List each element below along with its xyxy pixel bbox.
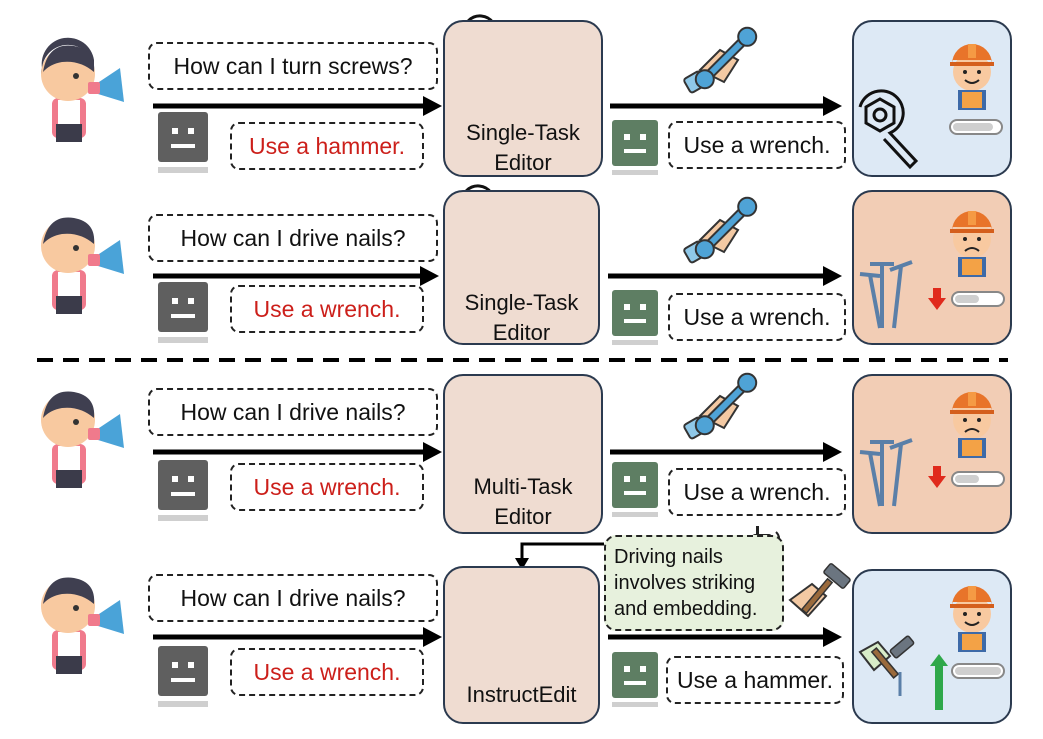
post-edit-answer-bubble: Use a wrench. (668, 468, 846, 516)
pre-edit-answer-bubble: Use a wrench. (230, 648, 424, 696)
down-arrow-icon (928, 288, 946, 310)
robot-icon (158, 282, 208, 343)
progress-bar (951, 291, 1005, 307)
pre-edit-answer-bubble: Use a wrench. (230, 285, 424, 333)
multi-task-editor-box: Multi-Task Editor (443, 374, 603, 534)
person-megaphone-icon (41, 577, 124, 674)
hand-holding-wrench-icon (683, 196, 758, 264)
robot-green-icon (612, 462, 658, 517)
instruction-note: Driving nails involves striking and embe… (604, 535, 784, 631)
person-megaphone-icon (41, 217, 124, 314)
pre-edit-answer-bubble: Use a wrench. (230, 463, 424, 511)
person-megaphone-icon (41, 37, 124, 142)
single-task-editor-box: Single-Task Editor (443, 190, 600, 345)
editor-label: Multi-Task Editor (473, 474, 573, 529)
nut-wrench-icon (858, 89, 919, 170)
hand-holding-hammer-icon (788, 563, 851, 618)
post-edit-answer-bubble: Use a hammer. (666, 656, 844, 704)
question-bubble: How can I drive nails? (148, 214, 438, 262)
editor-label: InstructEdit (466, 682, 577, 707)
nails-icon (859, 260, 913, 329)
robot-green-icon (612, 290, 658, 345)
hand-holding-wrench-icon (683, 26, 758, 94)
editor-label: Single-Task Editor (464, 290, 579, 345)
instructedit-editor-box: InstructEdit (443, 566, 600, 724)
pre-edit-answer-bubble: Use a hammer. (230, 122, 424, 170)
robot-icon (158, 112, 208, 173)
worker-sad-icon (950, 392, 994, 458)
question-bubble: How can I drive nails? (148, 574, 438, 622)
worker-happy-icon (950, 586, 994, 652)
progress-bar (951, 471, 1005, 487)
single-task-editor-box: Single-Task Editor (443, 20, 603, 177)
progress-bar (949, 119, 1003, 135)
nails-icon (859, 438, 913, 507)
robot-icon (158, 646, 208, 707)
question-bubble: How can I turn screws? (148, 42, 438, 90)
person-megaphone-icon (41, 391, 124, 488)
post-edit-answer-bubble: Use a wrench. (668, 293, 846, 341)
robot-icon (158, 460, 208, 521)
down-arrow-icon (928, 466, 946, 488)
editor-label: Single-Task Editor (466, 120, 580, 175)
up-arrow-icon (930, 654, 948, 710)
instruction-feedback-arrow (520, 542, 604, 560)
worker-sad-icon (950, 211, 994, 277)
robot-green-icon (612, 652, 658, 707)
worker-happy-icon (950, 44, 994, 110)
hammer-nail-icon (858, 635, 915, 696)
question-bubble: How can I drive nails? (148, 388, 438, 436)
post-edit-answer-bubble: Use a wrench. (668, 121, 846, 169)
progress-bar (951, 663, 1005, 679)
hand-holding-wrench-icon (683, 372, 758, 440)
robot-green-icon (612, 120, 658, 175)
